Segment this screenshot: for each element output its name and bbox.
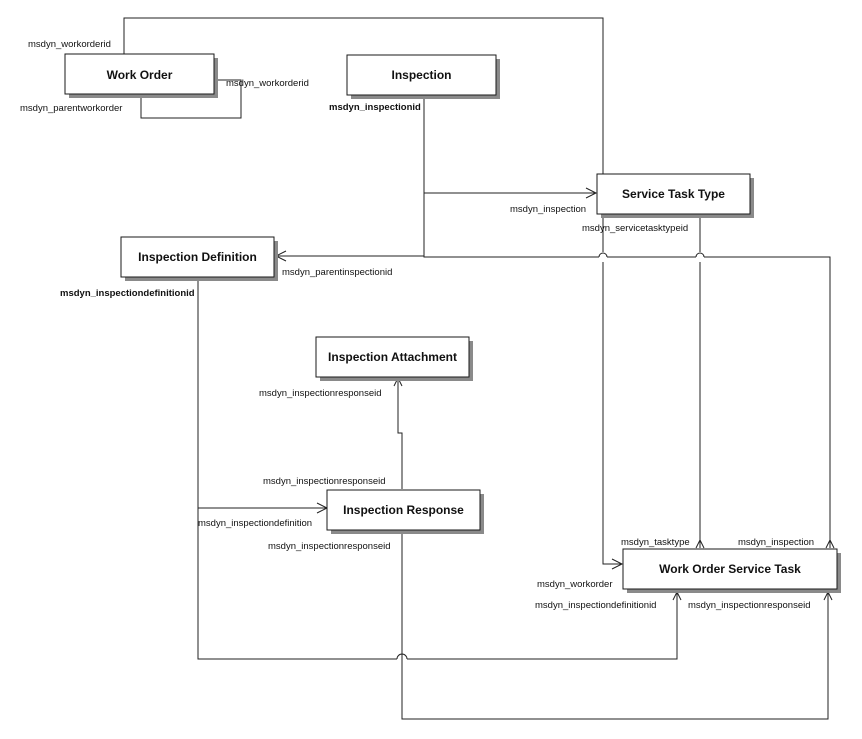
entity-title: Inspection Definition	[138, 250, 257, 264]
relationship-labels: msdyn_workorderid msdyn_workorderid msdy…	[20, 39, 814, 611]
label-iresp-inspectionresponseid-top: msdyn_inspectionresponseid	[263, 476, 386, 487]
entity-inspection-response[interactable]: Inspection Response	[326, 489, 484, 534]
label-iatt-inspectionresponseid: msdyn_inspectionresponseid	[259, 388, 382, 399]
label-wost-inspectiondefinitionid: msdyn_inspectiondefinitionid	[535, 600, 656, 611]
rel-inspection-trunk	[423, 98, 831, 548]
entity-title: Inspection	[391, 68, 451, 82]
entity-title: Service Task Type	[622, 187, 725, 201]
entity-work-order-service-task[interactable]: Work Order Service Task	[622, 548, 841, 593]
entity-work-order[interactable]: Work Order	[64, 53, 218, 98]
line-crossing-hops	[396, 252, 705, 664]
entity-title: Work Order	[107, 68, 173, 82]
entity-title: Inspection Attachment	[328, 350, 457, 364]
label-stt-inspection: msdyn_inspection	[510, 204, 586, 215]
crowsfoot-stt-inspection	[585, 187, 598, 199]
label-wost-inspectionresponseid: msdyn_inspectionresponseid	[688, 600, 811, 611]
crowsfoot-wost-inspection	[825, 538, 835, 549]
label-wo-parentworkorder: msdyn_parentworkorder	[20, 103, 122, 114]
label-wo-workorderid-side: msdyn_workorderid	[226, 78, 309, 89]
rel-iresp-to-iatt	[397, 378, 403, 489]
rel-workorder-self	[140, 79, 242, 119]
relationship-lines	[123, 17, 831, 720]
label-idef-inspectiondefinitionid: msdyn_inspectiondefinitionid	[60, 288, 195, 299]
crowsfoot-wost-workorder	[611, 558, 624, 570]
entity-inspection[interactable]: Inspection	[346, 54, 500, 99]
entity-service-task-type[interactable]: Service Task Type	[596, 173, 754, 218]
label-idef-parentinspectionid: msdyn_parentinspectionid	[282, 267, 392, 278]
label-wost-workorder: msdyn_workorder	[537, 579, 613, 590]
entity-inspection-attachment[interactable]: Inspection Attachment	[315, 336, 473, 381]
label-wo-workorderid-top: msdyn_workorderid	[28, 39, 111, 50]
entity-inspection-definition[interactable]: Inspection Definition	[120, 236, 278, 281]
label-iresp-inspectionresponseid-bottom: msdyn_inspectionresponseid	[268, 541, 391, 552]
rel-workorder-to-wost	[123, 17, 622, 565]
label-wost-tasktype: msdyn_tasktype	[621, 537, 690, 548]
label-iresp-inspectiondefinition: msdyn_inspectiondefinition	[198, 518, 312, 529]
label-wost-inspection: msdyn_inspection	[738, 537, 814, 548]
crowsfoot-wost-tasktype	[695, 538, 705, 549]
entity-title: Inspection Response	[343, 503, 464, 517]
entity-title: Work Order Service Task	[659, 562, 801, 576]
label-insp-inspectionid: msdyn_inspectionid	[329, 102, 421, 113]
rel-idef-to-wost	[197, 508, 678, 660]
rel-iresp-to-wost	[401, 530, 829, 720]
label-stt-servicetasktypeid: msdyn_servicetasktypeid	[582, 223, 688, 234]
